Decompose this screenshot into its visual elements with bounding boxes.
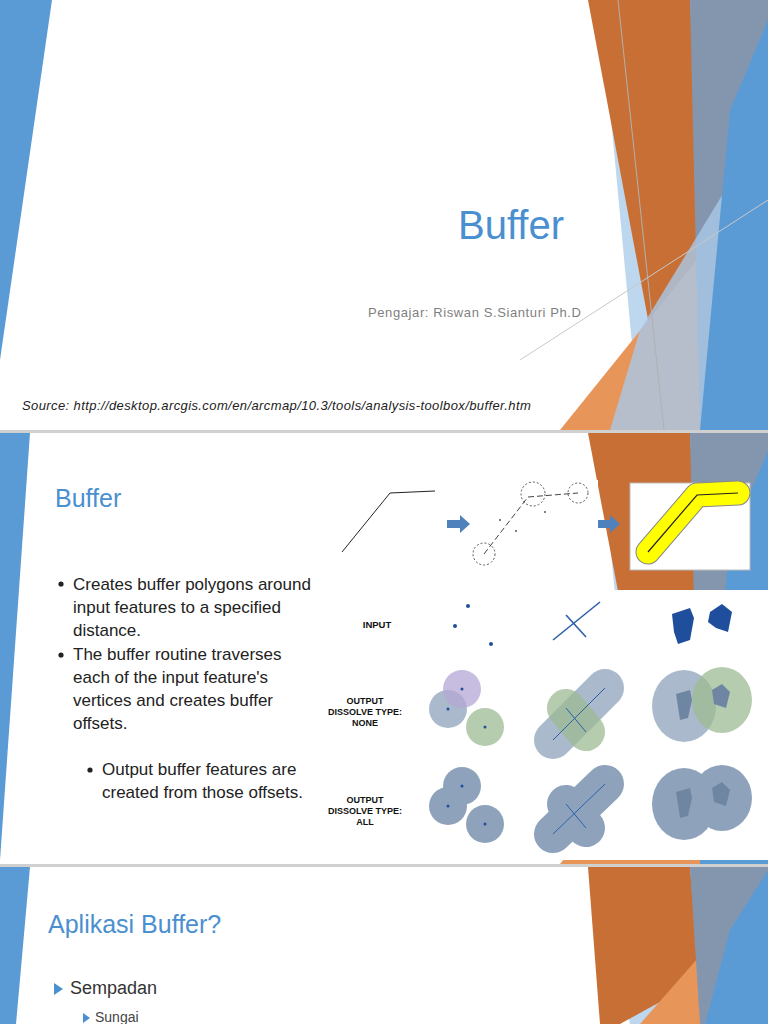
figure-label: INPUT <box>347 619 407 630</box>
presenter-name: Pengajar: Riswan S.Sianturi Ph.D <box>368 305 582 320</box>
sub-bullet-text: Sungai <box>95 1009 139 1024</box>
slide-title: Buffer <box>458 203 564 248</box>
slide-separator <box>0 430 768 433</box>
slide-heading: Aplikasi Buffer? <box>48 910 221 939</box>
bullet-text: Sempadan <box>70 978 157 999</box>
bullet-text: The buffer routine traverses each of the… <box>73 643 311 735</box>
buffer-process-illustration <box>336 480 750 570</box>
slide1-decoration <box>0 0 768 430</box>
figure-label: OUTPUT DISSOLVE TYPE: ALL <box>326 795 404 828</box>
bullet-text: Creates buffer polygons around input fea… <box>73 573 311 642</box>
slide-separator <box>0 864 768 867</box>
source-note: Source: http://desktop.arcgis.com/en/arc… <box>22 398 531 413</box>
slide-heading: Buffer <box>55 484 121 513</box>
sub-bullet-text: Output buffer features are created from … <box>102 758 312 804</box>
slide3-decoration <box>0 867 768 1024</box>
slide2-decoration <box>0 433 768 864</box>
dissolve-type-illustration <box>330 590 768 860</box>
figure-label: OUTPUT DISSOLVE TYPE: NONE <box>326 696 404 729</box>
